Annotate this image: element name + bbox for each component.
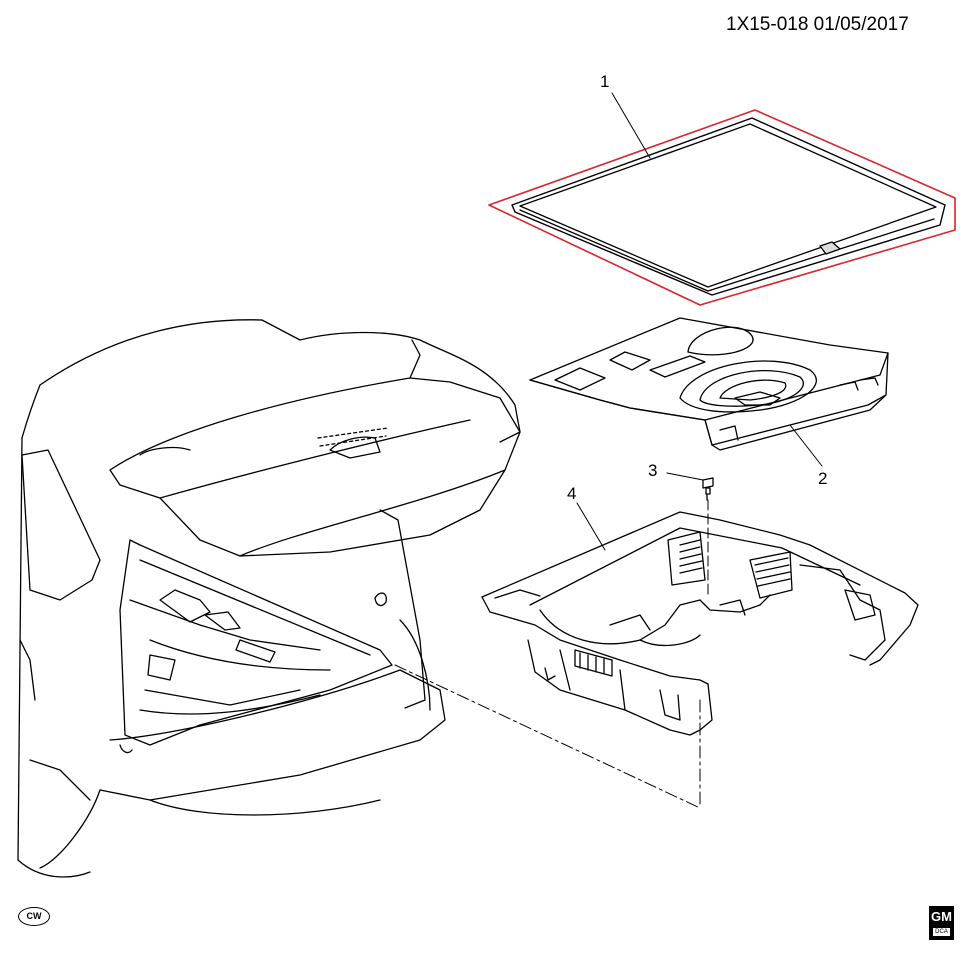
part-2-cargo-tray bbox=[529, 317, 889, 451]
part-1-highlight-outline bbox=[488, 109, 956, 306]
leader-lines bbox=[394, 92, 823, 809]
part-1-floor-panel bbox=[488, 109, 956, 306]
gm-logo-subtext: DCA bbox=[933, 928, 950, 936]
leader-2 bbox=[789, 424, 823, 467]
assembly-line-diagonal bbox=[394, 664, 701, 809]
callout-2: 2 bbox=[818, 469, 828, 488]
part-4-cargo-tub bbox=[481, 511, 919, 736]
leader-3 bbox=[666, 472, 704, 481]
callout-4: 4 bbox=[567, 484, 577, 503]
diagram-reference: 1X15-018 01/05/2017 bbox=[726, 14, 909, 35]
liftgate bbox=[109, 377, 521, 557]
vehicle-rear bbox=[17, 319, 521, 878]
cargo-opening bbox=[119, 539, 393, 746]
leader-4 bbox=[576, 502, 606, 551]
rear-bumper bbox=[99, 669, 446, 801]
callout-1: 1 bbox=[600, 72, 610, 91]
leader-1 bbox=[611, 92, 651, 159]
gm-logo-icon: GM DCA bbox=[929, 906, 954, 940]
callout-3: 3 bbox=[648, 461, 658, 480]
part-3-fastener bbox=[702, 477, 714, 501]
cw-badge-icon: CW bbox=[18, 907, 50, 926]
gm-logo-text: GM bbox=[931, 909, 952, 924]
